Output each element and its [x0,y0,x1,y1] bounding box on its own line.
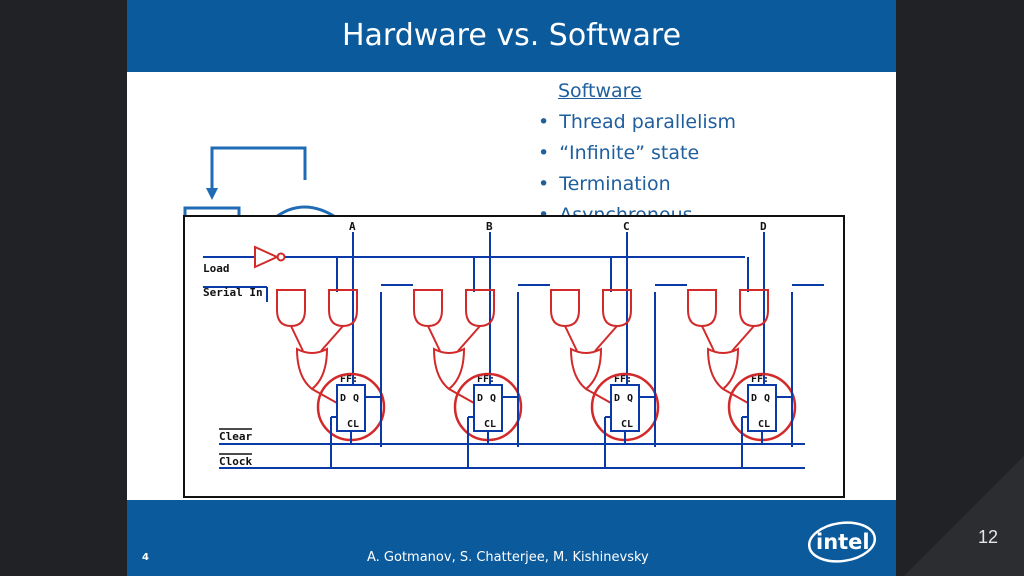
flip-flop [610,384,640,432]
inverter-bubble [276,252,286,262]
flip-flop-pin-d: D [751,393,757,404]
gate-wire [585,388,612,404]
and-gate [687,289,717,328]
flip-flop-pin-d: D [614,393,620,404]
slide-footer: 4 A. Gotmanov, S. Chatterjee, M. Kishine… [127,500,896,576]
and-gate [602,289,632,328]
output-label: C [623,220,630,233]
page-number: 12 [977,527,998,547]
output-label: A [349,220,356,233]
flip-flop-pin-q: Q [353,393,359,404]
gate-wire [311,388,338,404]
background-corner-shape [904,456,1024,576]
input-label-clock: Clock [219,455,252,468]
bullet-item: “Infinite” state [538,142,736,173]
bullet-item: Thread parallelism [538,111,736,142]
inverter-gate [254,245,280,269]
output-label: B [486,220,493,233]
software-heading: Software [558,80,642,102]
or-gate [295,347,329,391]
slide-header: Hardware vs. Software [127,0,896,72]
input-label-clear: Clear [219,430,252,443]
slide-number: 4 [142,552,149,563]
flip-flop-pin-d: D [340,393,346,404]
gate-wire [290,325,304,352]
logo-text: intel [816,530,870,554]
or-gate [569,347,603,391]
bullet-item: Termination [538,173,736,204]
gate-wire [731,325,755,352]
and-gate [550,289,580,328]
gate-wire [457,325,481,352]
flip-flop-pin-q: Q [490,393,496,404]
flip-flop [473,384,503,432]
flip-flop-pin-d: D [477,393,483,404]
and-gate [328,289,358,328]
flip-flop-pin-q: Q [627,393,633,404]
gate-wire [448,388,475,404]
flip-flop-pin-cl: CL [484,419,496,430]
and-gate [276,289,306,328]
flip-flop-label: FF: [340,374,358,385]
or-gate [432,347,466,391]
or-gate [706,347,740,391]
gate-wire [594,325,618,352]
gate-wire [701,325,715,352]
and-gate [739,289,769,328]
gate-wire [722,388,749,404]
gate-wire [564,325,578,352]
gate-wire [320,325,344,352]
and-gate [413,289,443,328]
flip-flop [336,384,366,432]
and-gate [465,289,495,328]
output-label: D [760,220,767,233]
input-label-serial-in: Serial In [203,286,263,299]
flip-flop-pin-cl: CL [758,419,770,430]
intel-logo: intel [807,521,877,563]
flip-flop-label: FF: [614,374,632,385]
flip-flop-pin-cl: CL [621,419,633,430]
input-label-load: Load [203,262,230,275]
software-bullet-list: Thread parallelism “Infinite” state Term… [538,111,736,235]
slide-title: Hardware vs. Software [341,18,682,53]
flip-flop-label: FF: [477,374,495,385]
flip-flop-pin-cl: CL [347,419,359,430]
flip-flop-label: FF: [751,374,769,385]
slide-authors: A. Gotmanov, S. Chatterjee, M. Kishinevs… [367,550,649,565]
hardware-diagram-background [183,146,338,220]
gate-wire [427,325,441,352]
flip-flop-pin-q: Q [764,393,770,404]
